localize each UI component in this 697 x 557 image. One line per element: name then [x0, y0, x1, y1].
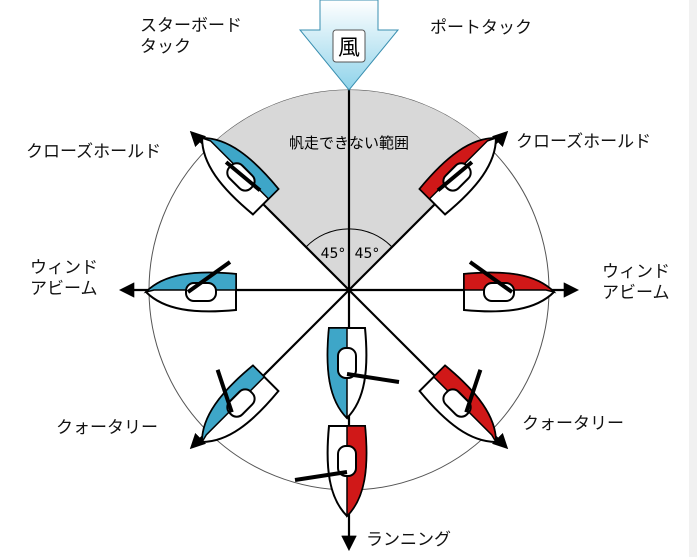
boat-beam-reach-left: [146, 262, 236, 311]
label-beam-reach-right: ウィンド アビーム: [602, 262, 670, 304]
boat-broad-reach-left: [174, 350, 280, 456]
no-go-zone-label: 帆走できない範囲: [289, 134, 409, 152]
label-starboard-tack: スターボード タック: [140, 16, 242, 58]
boat-running-starboard: [328, 328, 399, 418]
label-beam-reach-left-line2: アビーム: [30, 279, 98, 300]
boat-beam-reach-right: [464, 262, 554, 311]
label-beam-reach-left: ウィンド アビーム: [30, 258, 98, 300]
label-close-hauled-left: クローズホールド: [26, 142, 161, 163]
scrollbar[interactable]: [689, 0, 697, 557]
label-starboard-tack-line2: タック: [140, 37, 242, 58]
label-beam-reach-right-line2: アビーム: [602, 283, 670, 304]
boat-broad-reach-right: [419, 350, 525, 456]
wind-label: 風: [338, 36, 360, 61]
angle-right-label: 45°: [355, 246, 380, 262]
label-close-hauled-right: クローズホールド: [516, 132, 651, 153]
wind-arrow: 風: [300, 0, 398, 90]
label-port-tack: ポートタック: [430, 18, 532, 39]
label-beam-reach-right-line1: ウィンド: [602, 262, 670, 283]
label-starboard-tack-line1: スターボード: [140, 16, 242, 37]
label-running: ランニング: [366, 530, 451, 551]
boat-running-port: [295, 426, 366, 516]
label-broad-reach-left: クォータリー: [56, 418, 158, 439]
angle-left-label: 45°: [321, 246, 346, 262]
label-broad-reach-right: クォータリー: [522, 414, 624, 435]
label-beam-reach-left-line1: ウィンド: [30, 258, 98, 279]
